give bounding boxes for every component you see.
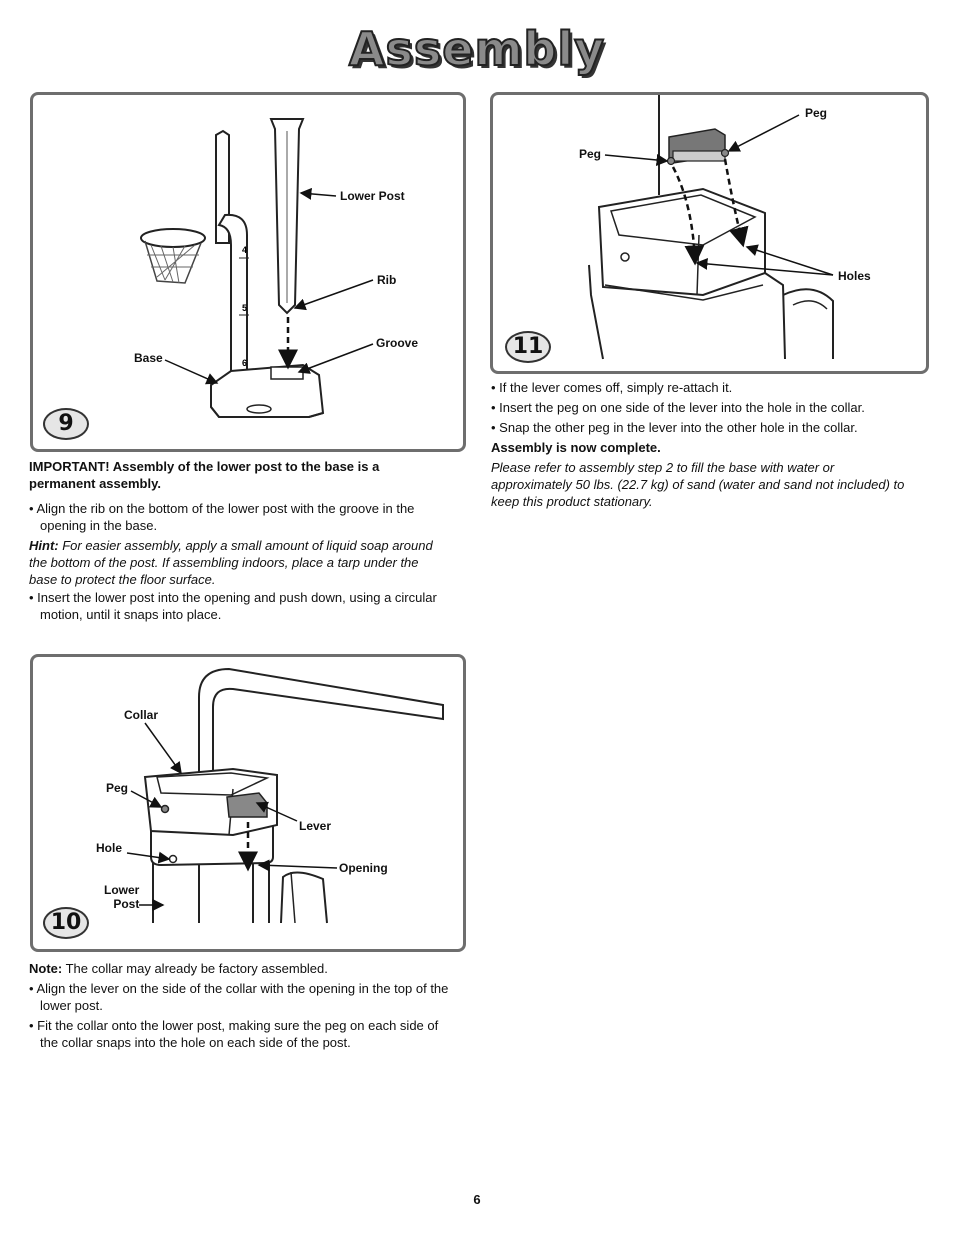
- step-9-number: 9: [43, 408, 89, 440]
- step-9-illustration: 4 5 6 Lower Post Rib Groove Base 9: [30, 92, 466, 452]
- step-10-illustration: Collar Peg Lever Hole Opening Lower Post…: [30, 654, 466, 952]
- step-9-bullet-2-text: Insert the lower post into the opening a…: [37, 590, 437, 622]
- step-11-number: 11: [505, 331, 551, 363]
- peg-left-label: Peg: [579, 147, 602, 161]
- peg-right-label: Peg: [805, 106, 828, 120]
- assembly-complete: Assembly is now complete.: [491, 440, 661, 455]
- step-11-bullet-3: • Snap the other peg in the lever into t…: [491, 420, 858, 435]
- collar-lower-post-drawing: [126, 667, 444, 924]
- step-11-bullet-2-text: Insert the peg on one side of the lever …: [499, 400, 865, 415]
- step-11-instructions: • If the lever comes off, simply re-atta…: [491, 379, 911, 513]
- height-mark-5: 5: [242, 303, 247, 313]
- step-11-illustration: Peg Peg Holes 11: [490, 92, 929, 374]
- step-11-bullet-1: • If the lever comes off, simply re-atta…: [491, 380, 733, 395]
- lever-label: Lever: [299, 819, 332, 833]
- step-9-bullet-1: • Align the rib on the bottom of the low…: [29, 501, 415, 533]
- lever-collar-drawing: [588, 95, 834, 360]
- note-label: Note:: [29, 961, 63, 976]
- height-mark-4: 4: [242, 245, 247, 255]
- hole-label: Hole: [96, 841, 123, 855]
- step-10-instructions: Note: The collar may already be factory …: [29, 960, 459, 1054]
- step-11-bullet-1-text: If the lever comes off, simply re-attach…: [499, 380, 733, 395]
- step-10-bullet-2-text: Fit the collar onto the lower post, maki…: [37, 1018, 439, 1050]
- opening-label: Opening: [339, 861, 388, 875]
- groove-label: Groove: [376, 336, 419, 350]
- base-label: Base: [134, 351, 163, 365]
- collar-label: Collar: [124, 708, 159, 722]
- step-10-bullet-1: • Align the lever on the side of the col…: [29, 981, 449, 1013]
- lower-post-label: Lower Post: [104, 883, 140, 911]
- hint-text: For easier assembly, apply a small amoun…: [29, 538, 433, 587]
- lower-post-label: Lower Post: [340, 189, 405, 203]
- note-text: The collar may already be factory assemb…: [62, 961, 328, 976]
- fill-base-note: Please refer to assembly step 2 to fill …: [491, 460, 905, 509]
- step-10-bullet-2: • Fit the collar onto the lower post, ma…: [29, 1018, 439, 1050]
- height-mark-6: 6: [242, 358, 247, 368]
- lower-post-base-drawing: 4 5 6: [140, 118, 374, 418]
- step-11-bullet-2: • Insert the peg on one side of the leve…: [491, 400, 865, 415]
- holes-label: Holes: [838, 269, 871, 283]
- step-11-bullet-3-text: Snap the other peg in the lever into the…: [499, 420, 858, 435]
- page-number: 6: [473, 1192, 481, 1207]
- step-9-bullet-1-text: Align the rib on the bottom of the lower…: [36, 501, 415, 533]
- page-title: Assembly: [348, 21, 606, 77]
- collar-note: Note: The collar may already be factory …: [29, 960, 459, 977]
- rib-label: Rib: [377, 273, 397, 287]
- important-note: IMPORTANT! Assembly of the lower post to…: [29, 459, 380, 491]
- step-10-bullet-1-text: Align the lever on the side of the colla…: [36, 981, 449, 1013]
- hint: Hint: For easier assembly, apply a small…: [29, 537, 449, 588]
- hint-label: Hint:: [29, 538, 59, 553]
- step-9-instructions: IMPORTANT! Assembly of the lower post to…: [29, 458, 449, 626]
- peg-label: Peg: [106, 781, 129, 795]
- step-9-bullet-2: • Insert the lower post into the opening…: [29, 590, 437, 622]
- step-10-number: 10: [43, 907, 89, 939]
